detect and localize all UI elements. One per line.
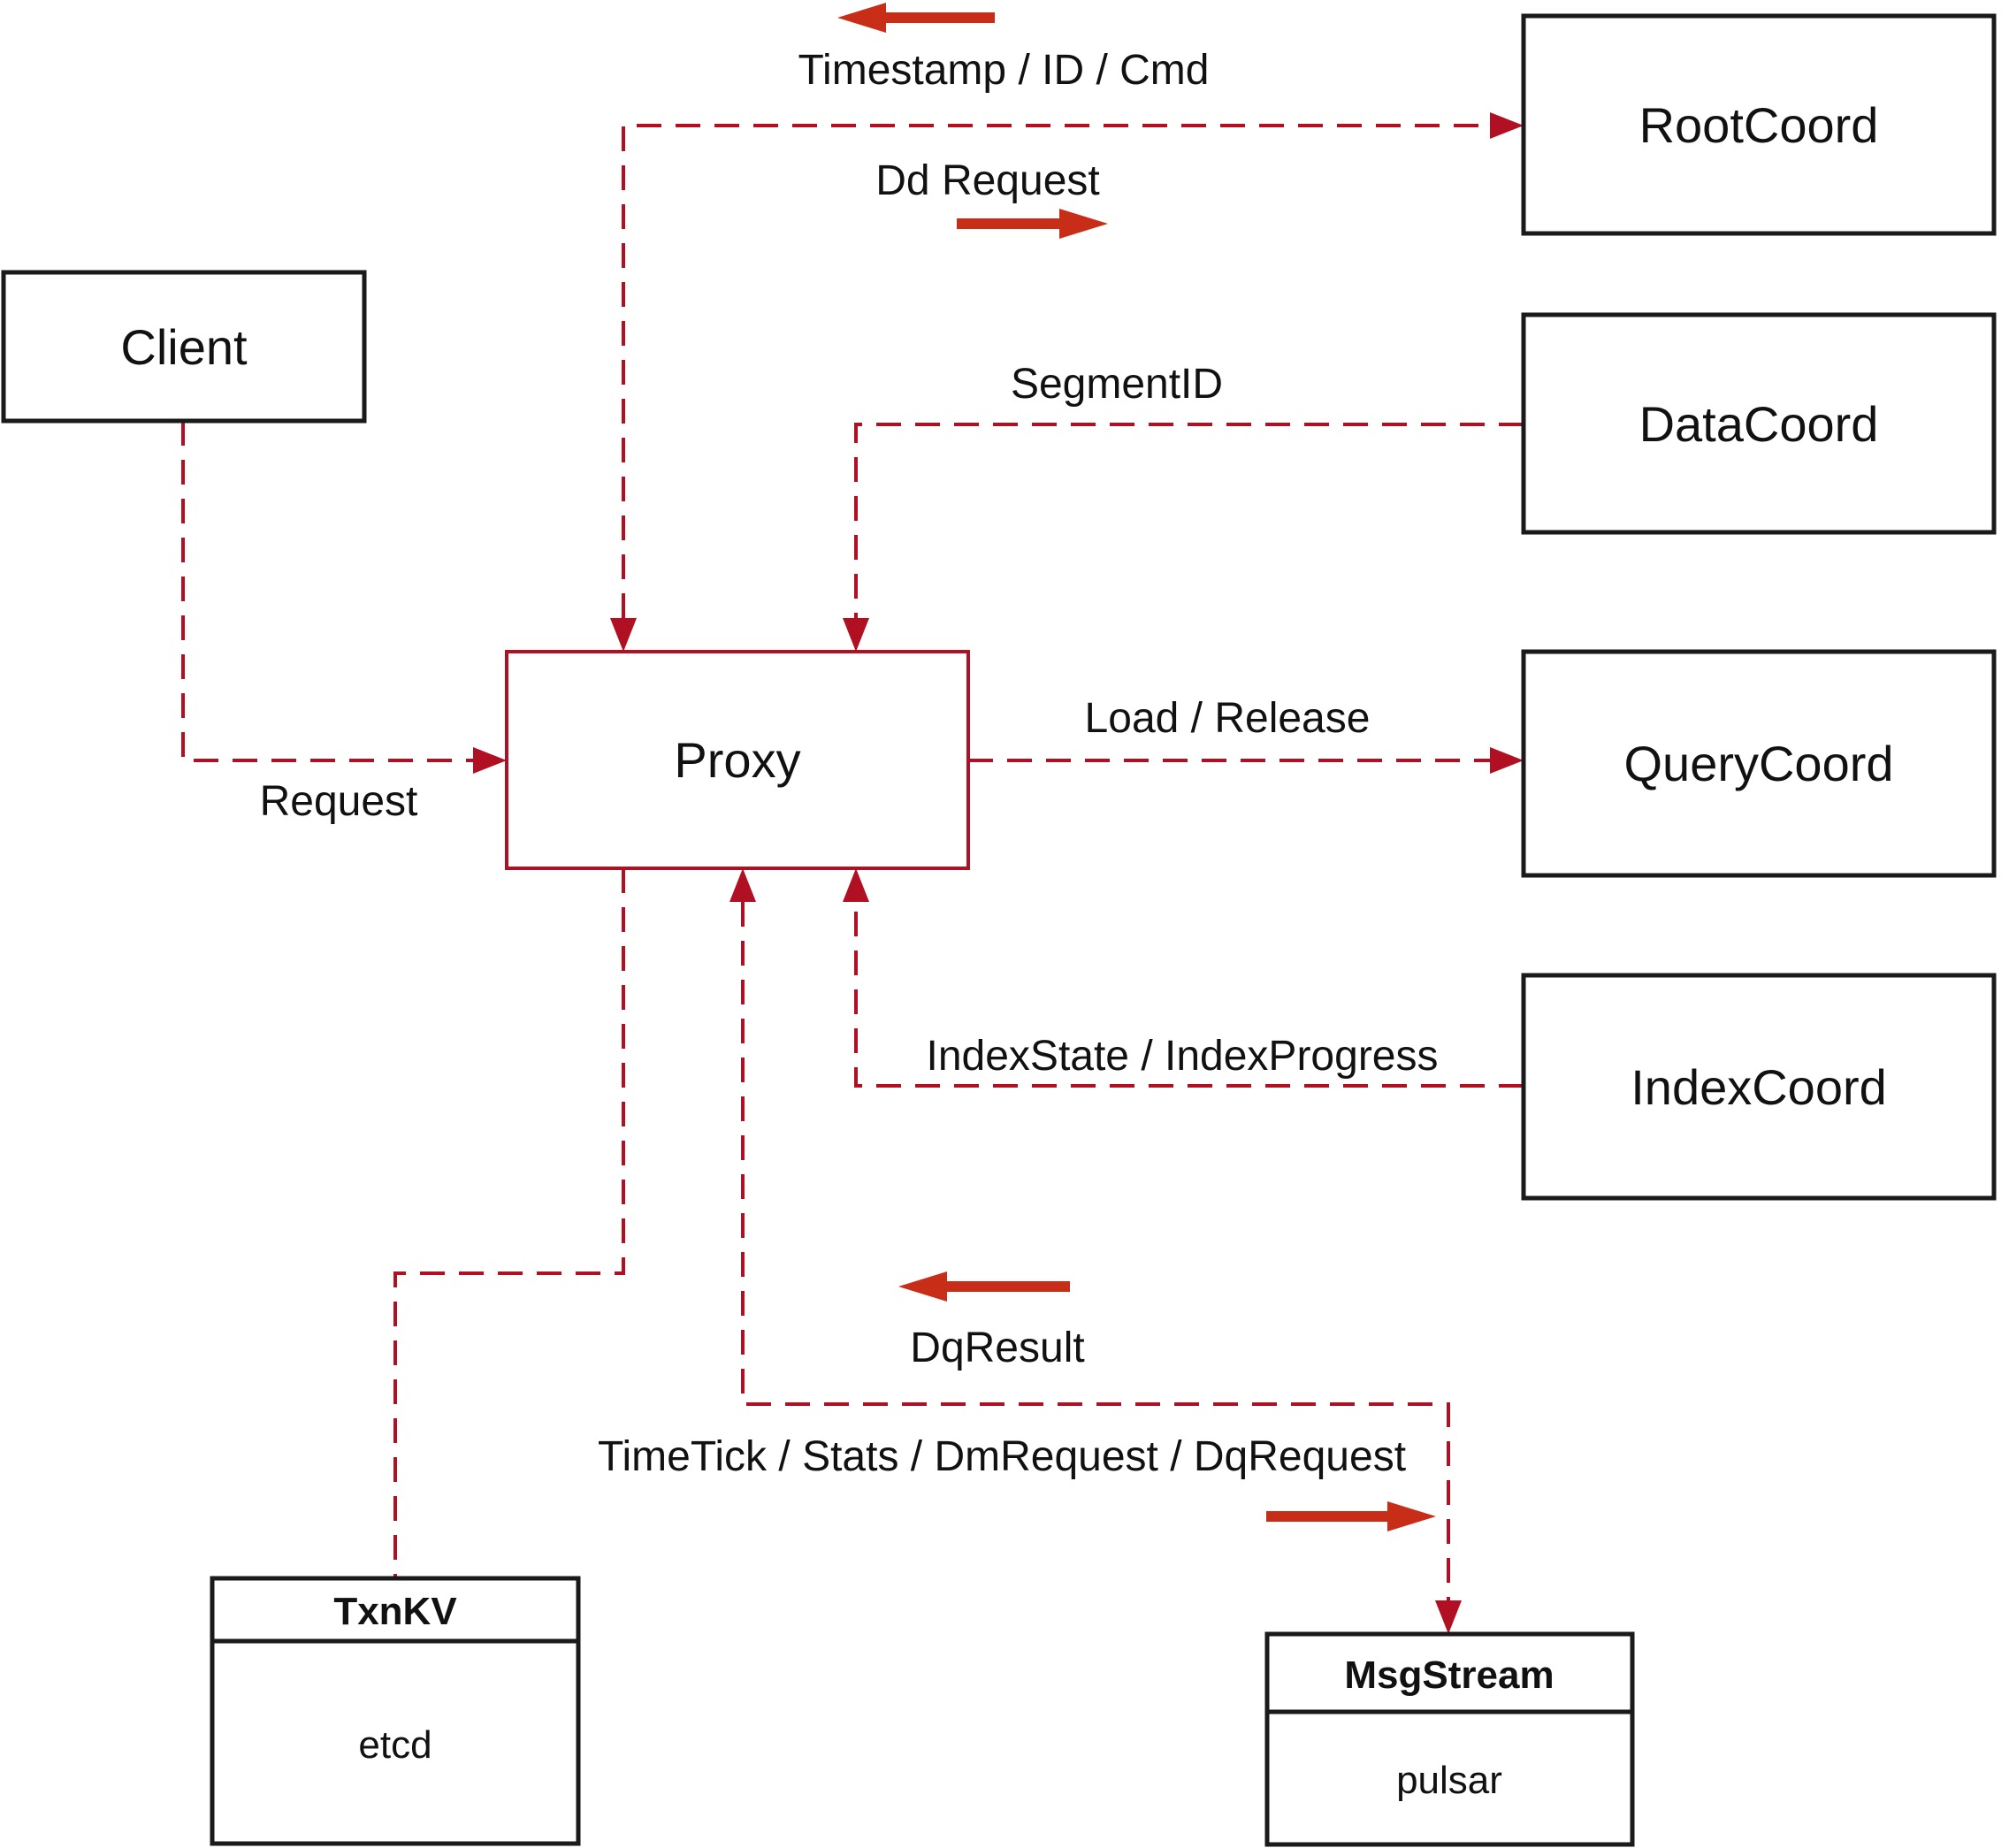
- node-datacoord: DataCoord: [1521, 312, 1997, 535]
- edge-proxy-txnkv-line: [393, 868, 625, 1578]
- edge-proxy-rootcoord-line: [622, 124, 1490, 618]
- edge-label-time-tick: TimeTick / Stats / DmRequest / DqRequest: [598, 1433, 1406, 1480]
- txnkv-title: TxnKV: [333, 1590, 457, 1633]
- arrowhead-into-rootcoord: [1490, 112, 1524, 139]
- client-box: [1, 270, 367, 424]
- node-txnkv: TxnKV etcd: [210, 1576, 581, 1846]
- edge-label-dq-result: DqResult: [910, 1325, 1084, 1371]
- arrowhead-into-proxy-bottom-right: [843, 868, 869, 902]
- msgstream-title: MsgStream: [1344, 1653, 1554, 1697]
- msgstream-subtitle: pulsar: [1396, 1759, 1502, 1802]
- node-proxy: Proxy: [505, 650, 970, 870]
- edge-label-segment-id: SegmentID: [1011, 361, 1223, 408]
- edge-label-request: Request: [260, 778, 418, 825]
- arrowhead-into-proxy-top-right: [843, 618, 869, 652]
- edge-indexcoord-proxy-line: [854, 902, 1524, 1088]
- arrowhead-into-proxy-top-left: [610, 618, 637, 652]
- direction-arrow-right-timetick-icon: [1266, 1501, 1436, 1531]
- indexcoord-box: [1521, 973, 1997, 1201]
- edge-datacoord-proxy: [843, 423, 1524, 652]
- client-label: Client: [120, 319, 248, 375]
- edge-proxy-msgstream: [730, 868, 1462, 1634]
- arrowhead-into-querycoord: [1490, 747, 1524, 774]
- rootcoord-box: [1521, 13, 1997, 236]
- edge-proxy-querycoord: [968, 747, 1524, 774]
- edge-label-timestamp: Timestamp / ID / Cmd: [798, 47, 1210, 94]
- direction-arrow-left-dqresult-icon: [898, 1271, 1070, 1302]
- proxy-box: [505, 650, 970, 870]
- edge-proxy-msgstream-line: [741, 902, 1450, 1600]
- edge-client-proxy-line: [181, 421, 473, 762]
- edge-proxy-txnkv: [393, 868, 625, 1578]
- node-client: Client: [1, 270, 367, 424]
- edge-datacoord-proxy-line: [854, 423, 1524, 618]
- querycoord-label: QueryCoord: [1623, 736, 1893, 791]
- node-indexcoord: IndexCoord: [1521, 973, 1997, 1201]
- proxy-label: Proxy: [674, 732, 800, 788]
- node-querycoord: QueryCoord: [1521, 649, 1997, 878]
- edge-label-load-release: Load / Release: [1085, 695, 1371, 742]
- node-msgstream: MsgStream pulsar: [1264, 1631, 1635, 1847]
- arrowhead-into-proxy-left: [473, 747, 507, 774]
- edge-proxy-rootcoord: [610, 112, 1524, 652]
- arrowhead-into-proxy-bottom-left: [730, 868, 756, 902]
- msgstream-box: [1264, 1631, 1635, 1847]
- node-rootcoord: RootCoord: [1521, 13, 1997, 236]
- arrowhead-into-msgstream: [1435, 1600, 1462, 1634]
- indexcoord-label: IndexCoord: [1631, 1059, 1887, 1115]
- txnkv-subtitle: etcd: [358, 1723, 432, 1767]
- direction-arrow-left-timestamp-icon: [837, 3, 995, 33]
- querycoord-box: [1521, 649, 1997, 878]
- edge-label-dd-request: Dd Request: [875, 157, 1099, 204]
- direction-arrow-right-dd-request-icon: [957, 209, 1108, 239]
- rootcoord-label: RootCoord: [1639, 97, 1879, 153]
- edge-label-index-state: IndexState / IndexProgress: [927, 1033, 1439, 1080]
- edge-client-proxy: [181, 421, 507, 774]
- txnkv-box: [210, 1576, 581, 1846]
- edge-indexcoord-proxy: [843, 868, 1524, 1088]
- datacoord-box: [1521, 312, 1997, 535]
- datacoord-label: DataCoord: [1639, 396, 1879, 452]
